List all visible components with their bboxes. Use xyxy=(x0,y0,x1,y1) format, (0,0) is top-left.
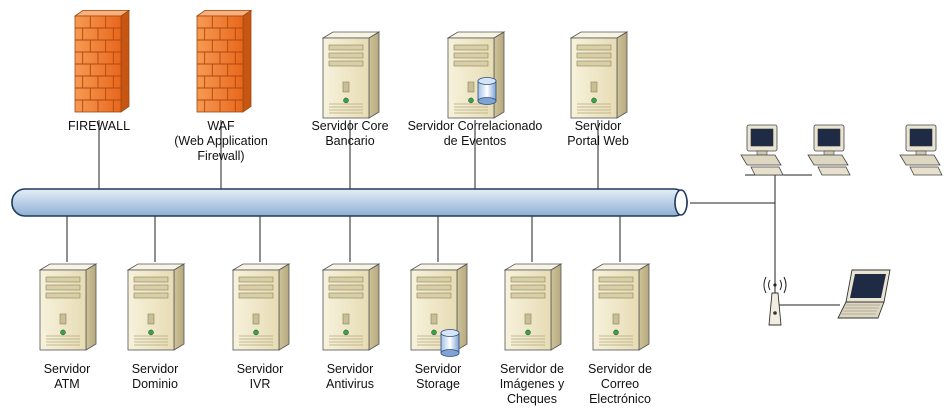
database-icon xyxy=(477,77,497,105)
top-connectors xyxy=(98,120,599,190)
node-correlacionado xyxy=(446,31,506,119)
node-waf xyxy=(195,9,253,113)
server-icon xyxy=(231,263,291,351)
laptop-icon xyxy=(837,269,891,319)
node-correo xyxy=(591,263,651,351)
node-dominio xyxy=(126,263,186,351)
server-icon xyxy=(126,263,186,351)
wireless-access-point-icon xyxy=(763,276,787,326)
desktop-computer-icon xyxy=(899,124,943,176)
nodes-layer xyxy=(38,9,943,357)
node-antivirus xyxy=(321,263,381,351)
server-icon xyxy=(569,31,629,119)
server-icon xyxy=(321,31,381,119)
database-server-icon xyxy=(446,31,506,119)
server-icon xyxy=(591,263,651,351)
node-core xyxy=(321,31,381,119)
firewall-icon xyxy=(195,9,253,113)
database-server-icon xyxy=(409,263,469,357)
label-firewall: FIREWALL xyxy=(68,119,130,133)
node-atm xyxy=(38,263,98,351)
node-portal xyxy=(569,31,629,119)
server-icon xyxy=(38,263,98,351)
node-firewall xyxy=(73,9,131,113)
server-icon xyxy=(503,263,563,351)
node-imagenes xyxy=(503,263,563,351)
network-backbone xyxy=(11,188,688,217)
desktop-computer-icon xyxy=(807,124,851,176)
backbone-end-cap xyxy=(674,189,688,216)
server-icon xyxy=(321,263,381,351)
bottom-connectors xyxy=(66,215,621,262)
firewall-icon xyxy=(73,9,131,113)
client-connectors xyxy=(690,174,840,306)
node-ivr xyxy=(231,263,291,351)
node-storage xyxy=(409,263,469,357)
database-icon xyxy=(440,329,460,357)
desktop-computer-icon xyxy=(740,124,784,176)
